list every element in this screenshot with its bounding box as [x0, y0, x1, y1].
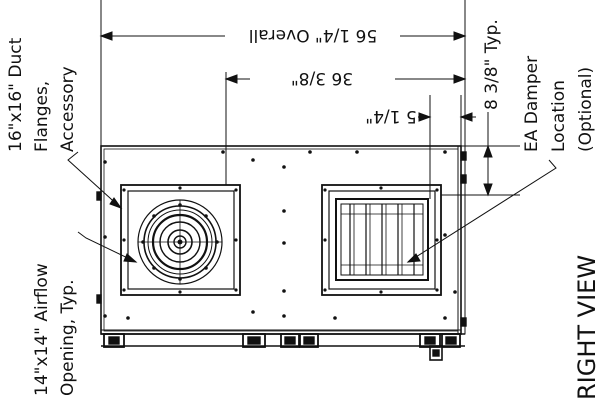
base-rail — [101, 333, 465, 361]
duct-flanges-label-3: Accessory — [58, 66, 78, 152]
overall-dimension-text: 56 1/4" Overall — [249, 25, 377, 45]
inner-dimension-text: 5 1/4" — [365, 106, 416, 126]
ea-damper-label-2: Location — [549, 80, 569, 152]
duct-flanges-label-2: Flanges, — [32, 81, 52, 152]
fan-assembly — [137, 199, 223, 285]
duct-flanges-label-1: 16"x16" Duct — [6, 37, 26, 152]
airflow-opening-label-2: Opening, Typ. — [58, 280, 78, 397]
right-duct-flange — [321, 184, 442, 296]
typ-dimension-text: 8 3/8" Typ. — [482, 19, 502, 110]
ea-damper — [335, 198, 429, 281]
view-title: RIGHT VIEW — [573, 255, 600, 400]
ea-damper-label-1: EA Damper — [522, 56, 542, 152]
leader-lines — [67, 151, 557, 263]
ea-damper-label-3: (Optional) — [576, 67, 596, 152]
dimension-lines — [99, 0, 520, 199]
fastener-dots — [103, 150, 457, 320]
airflow-opening-label-1: 14"x14" Airflow — [32, 263, 52, 396]
left-duct-flange — [120, 184, 241, 296]
center-dimension-text: 36 3/8" — [291, 68, 353, 88]
